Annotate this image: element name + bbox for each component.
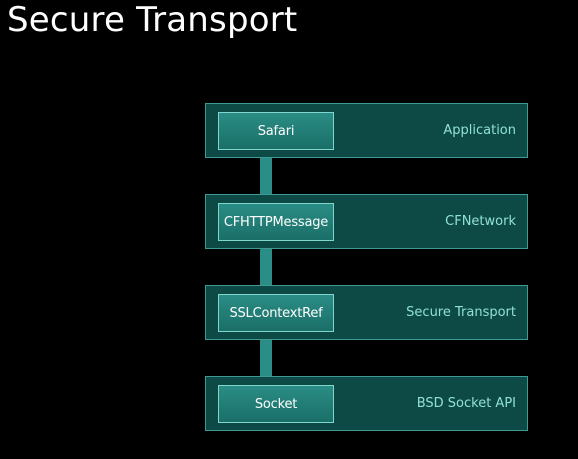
connector-application-cfnetwork <box>260 149 272 195</box>
layer-label-application: Application <box>443 123 516 138</box>
layer-secure-transport: SSLContextRef Secure Transport <box>205 285 528 340</box>
component-cfhttpmessage: CFHTTPMessage <box>218 203 334 241</box>
connector-cfnetwork-securetransport <box>260 240 272 286</box>
component-sslcontextref: SSLContextRef <box>218 294 334 332</box>
layer-label-secure-transport: Secure Transport <box>406 305 516 320</box>
layer-label-bsd-socket-api: BSD Socket API <box>416 396 516 411</box>
component-safari: Safari <box>218 112 334 150</box>
layer-bsd-socket-api: Socket BSD Socket API <box>205 376 528 431</box>
component-socket: Socket <box>218 385 334 423</box>
layer-cfnetwork: CFHTTPMessage CFNetwork <box>205 194 528 249</box>
connector-securetransport-socket <box>260 331 272 377</box>
layer-label-cfnetwork: CFNetwork <box>445 214 516 229</box>
slide-title: Secure Transport <box>7 0 298 40</box>
layer-application: Safari Application <box>205 103 528 158</box>
